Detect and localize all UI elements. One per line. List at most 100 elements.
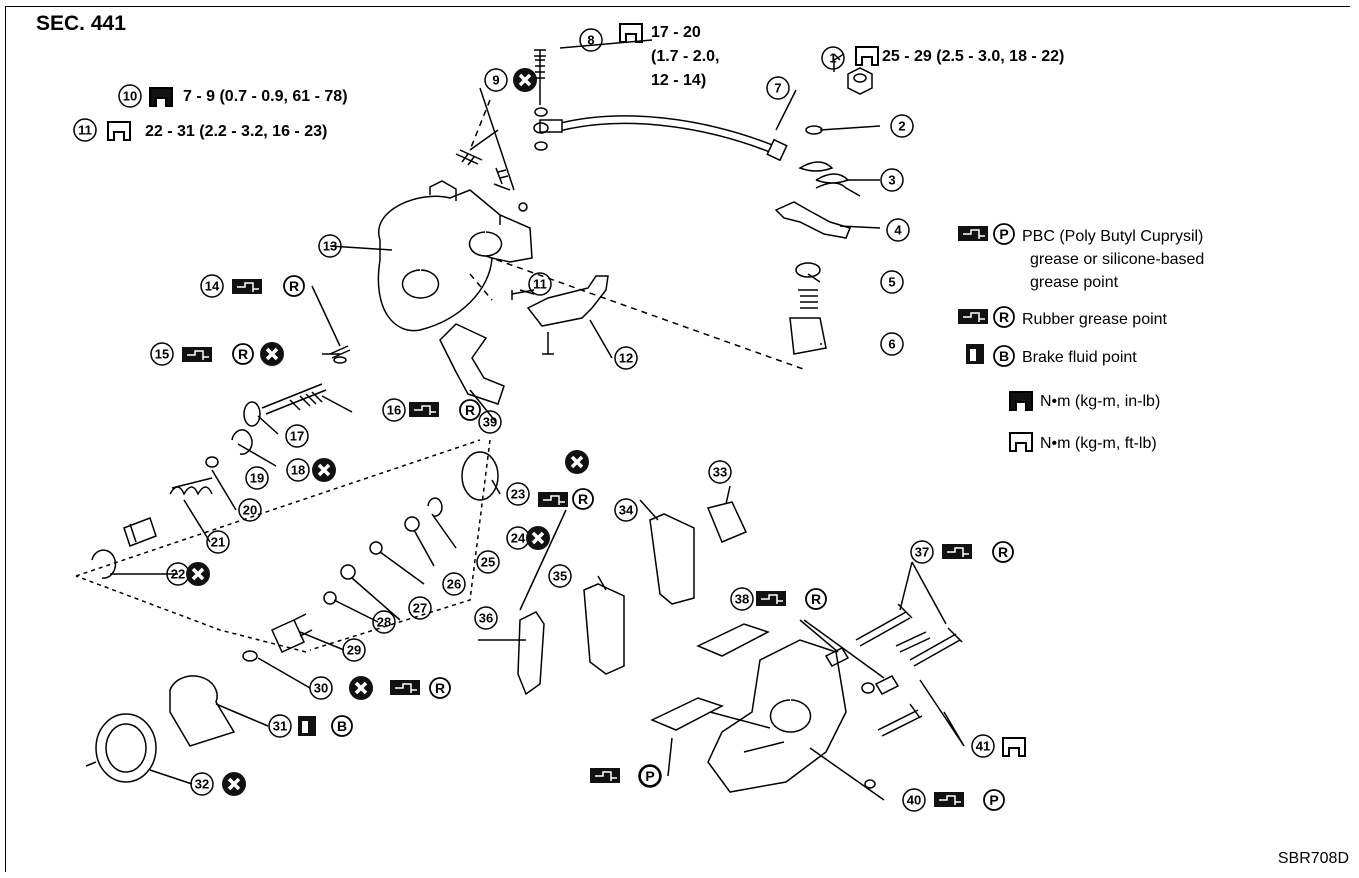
- bolt-41b: [877, 703, 923, 737]
- letter-R-icon-30: R: [429, 677, 451, 699]
- callout-32: 32: [190, 772, 214, 796]
- brake-fluid-icon-31: [298, 716, 316, 736]
- svg-text:27: 27: [413, 601, 427, 616]
- hose-fitting: [539, 119, 563, 133]
- callout-1: 1: [821, 46, 845, 70]
- torque-label-11: 22 - 31 (2.2 - 3.2, 16 - 23): [145, 123, 328, 140]
- callout-layer: 1234567891011111213141516171819202122232…: [73, 28, 995, 812]
- callout-30: 30: [309, 676, 333, 700]
- svg-text:41: 41: [976, 739, 990, 754]
- callout-17: 17: [285, 424, 309, 448]
- torque-wrench-in-lb-icon-legend: [1009, 391, 1033, 411]
- spring-20: [169, 477, 213, 496]
- svg-text:35: 35: [553, 569, 567, 584]
- spindle-6: [789, 289, 827, 355]
- svg-text:3: 3: [888, 173, 895, 188]
- grease-icon-15: [182, 347, 212, 362]
- pad-35: [583, 583, 625, 675]
- callout-5: 5: [880, 270, 904, 294]
- svg-text:25: 25: [481, 555, 495, 570]
- torque-label-8c: 12 - 14): [651, 72, 707, 89]
- ring-23: [461, 451, 499, 501]
- svg-text:R: R: [289, 278, 299, 294]
- bracket-12: [526, 275, 609, 327]
- callout-39: 39: [478, 410, 502, 434]
- torque-wrench-ft-lb-icon-legend: [1009, 432, 1033, 452]
- bolt-small: [542, 332, 554, 355]
- svg-text:B: B: [999, 348, 1009, 364]
- svg-text:31: 31: [273, 719, 287, 734]
- callout-6: 6: [880, 332, 904, 356]
- lever-4: [774, 201, 852, 239]
- nut-1: [847, 67, 873, 95]
- callout-2: 2: [890, 114, 914, 138]
- replace-x-icon-18: [312, 458, 336, 482]
- svg-text:5: 5: [888, 275, 895, 290]
- figure-code: SBR708D: [1277, 850, 1349, 867]
- svg-text:38: 38: [735, 592, 749, 607]
- replace-x-icon-15: [260, 342, 284, 366]
- callout-14: 14: [200, 274, 224, 298]
- svg-text:8: 8: [587, 33, 594, 48]
- callout-36: 36: [474, 606, 498, 630]
- svg-text:34: 34: [619, 503, 634, 518]
- letter-B-icon-31: B: [331, 715, 353, 737]
- callout-38: 38: [730, 587, 754, 611]
- svg-text:R: R: [999, 309, 1009, 325]
- torque-wrench-in-lb-icon-10: [149, 87, 173, 107]
- callout-41: 41: [971, 734, 995, 758]
- callout-40: 40: [902, 788, 926, 812]
- replace-x-icon-9: [513, 68, 537, 92]
- svg-text:11: 11: [533, 277, 547, 292]
- legend-p-text: PBC (Poly Butyl Cuprysil): [1022, 228, 1204, 245]
- svg-text:15: 15: [155, 347, 169, 362]
- svg-text:16: 16: [387, 403, 401, 418]
- letter-R-icon-16: R: [459, 399, 481, 421]
- replace-x-icon-24: [526, 526, 550, 550]
- callout-23: 23: [506, 482, 530, 506]
- svg-text:1: 1: [829, 51, 836, 66]
- torque-wrench-ft-lb-icon-11: [107, 121, 131, 141]
- svg-text:R: R: [465, 402, 475, 418]
- svg-text:P: P: [989, 792, 998, 808]
- callout-11: 11: [73, 118, 97, 142]
- callout-11: 11: [528, 272, 552, 296]
- legend-r-text: Rubber grease point: [1022, 311, 1167, 328]
- grease-icon-40: [934, 792, 964, 807]
- torque-wrench-ft-lb-icon-41: [1002, 737, 1026, 757]
- svg-text:R: R: [238, 346, 248, 362]
- callout-19: 19: [245, 466, 269, 490]
- letter-R-icon-legend: R: [993, 306, 1015, 328]
- plate-17: [243, 401, 261, 427]
- bolt-41a: [895, 631, 931, 653]
- shim-39-upper: [439, 323, 505, 405]
- letter-B-icon-legend: B: [993, 345, 1015, 367]
- bolt-8: [534, 49, 546, 105]
- svg-text:37: 37: [915, 545, 929, 560]
- svg-text:18: 18: [291, 463, 305, 478]
- svg-text:40: 40: [907, 793, 921, 808]
- letter-R-icon-14: R: [283, 275, 305, 297]
- washer-25: [404, 516, 420, 532]
- letter-P-icon-39: P: [639, 765, 661, 787]
- svg-text:10: 10: [123, 89, 137, 104]
- svg-text:26: 26: [447, 577, 461, 592]
- torque-label-8b: (1.7 - 2.0,: [651, 48, 720, 65]
- callout-28: 28: [372, 610, 396, 634]
- parts-drawing: [75, 39, 965, 801]
- washer-19: [205, 456, 219, 468]
- svg-text:28: 28: [377, 615, 391, 630]
- callout-29: 29: [342, 638, 366, 662]
- svg-text:12: 12: [619, 351, 633, 366]
- grease-icon-37: [942, 544, 972, 559]
- svg-text:P: P: [645, 768, 654, 784]
- letter-R-icon-15: R: [232, 343, 254, 365]
- grease-icon-30: [390, 680, 420, 695]
- letter-R-icon-23: R: [572, 488, 594, 510]
- pad-34: [649, 513, 695, 605]
- grease-icon-39: [590, 768, 620, 783]
- bolt-11-top: [455, 149, 483, 166]
- svg-text:14: 14: [205, 279, 220, 294]
- boot-32: [95, 713, 157, 783]
- replace-x-icon-32: [222, 772, 246, 796]
